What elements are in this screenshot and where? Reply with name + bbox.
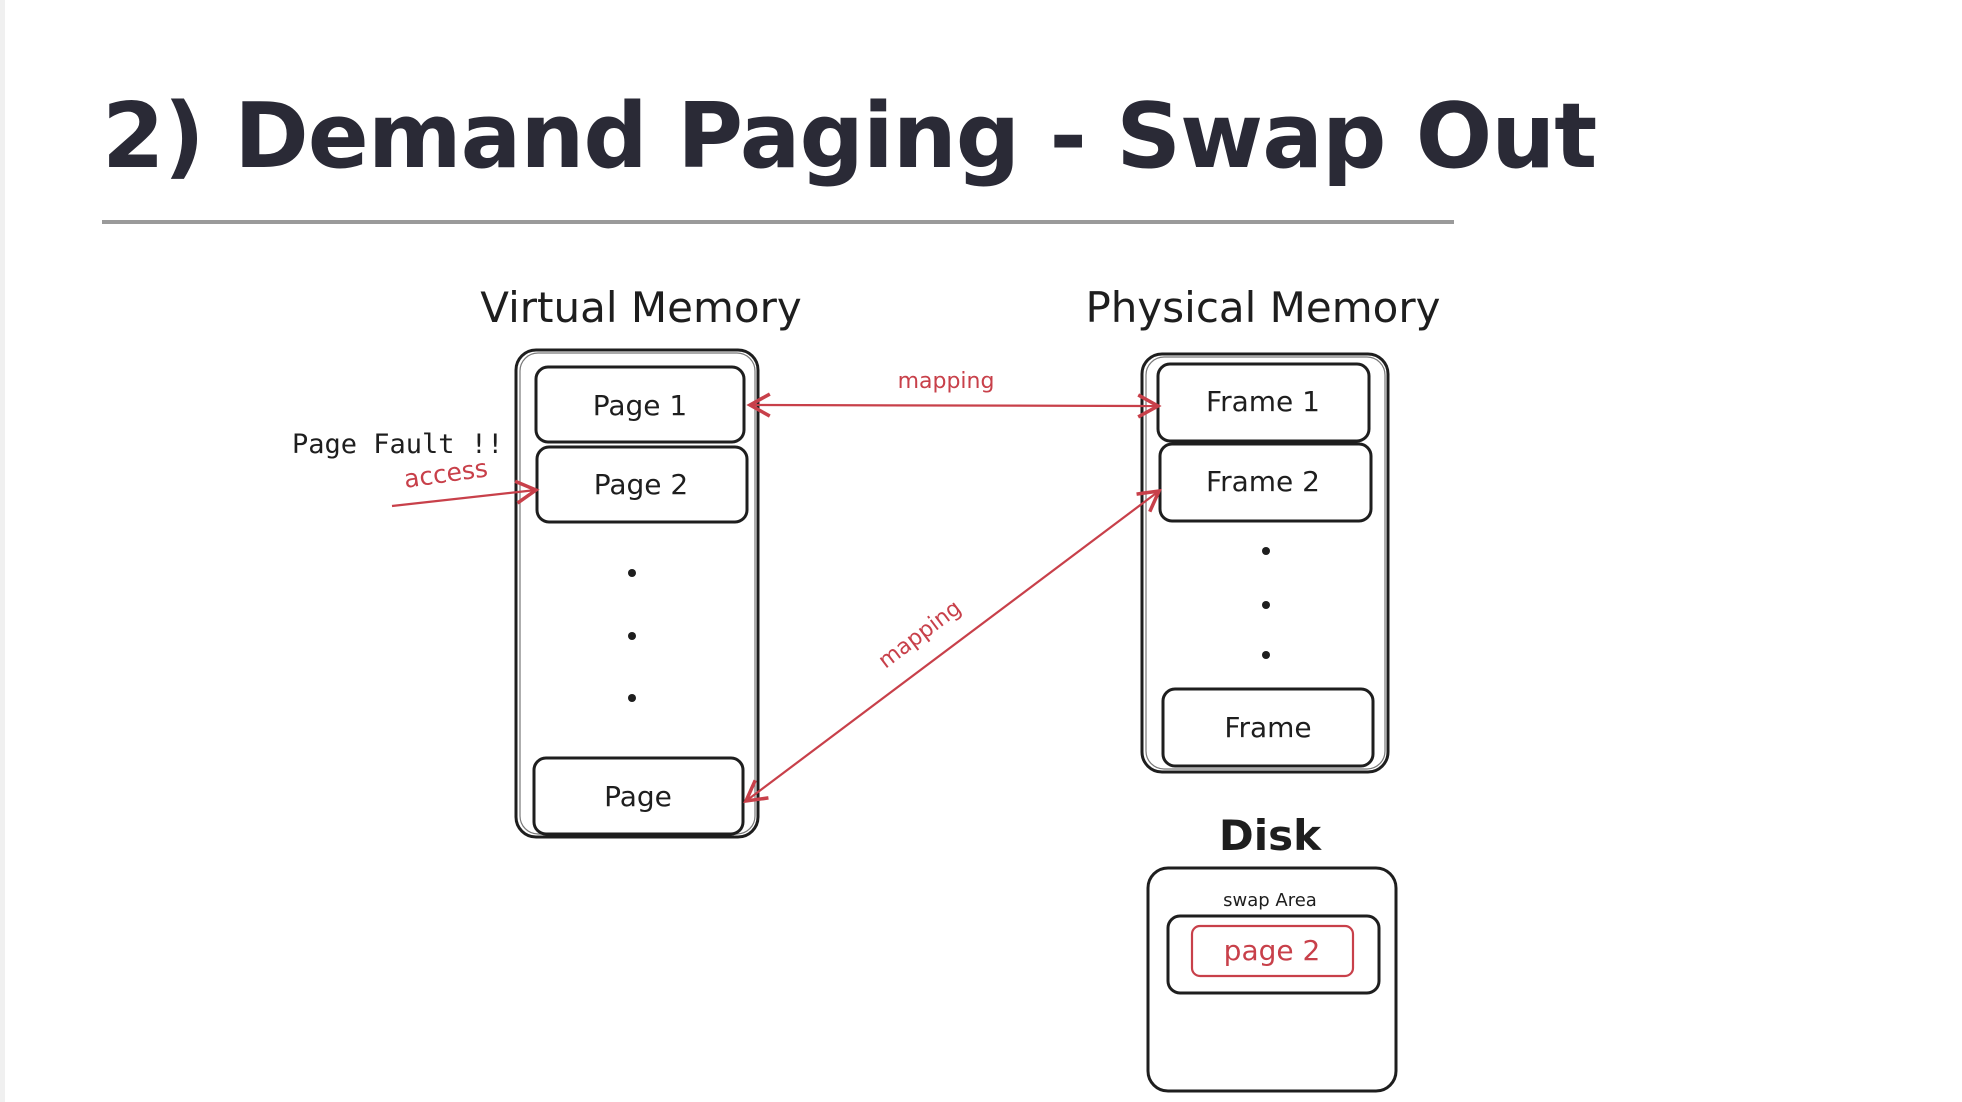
virtual-page-1-label: Page 1 bbox=[593, 389, 688, 422]
title-underline bbox=[102, 220, 1454, 224]
virtual-page-last: Page bbox=[532, 756, 745, 836]
ellipsis-dot bbox=[628, 632, 636, 640]
physical-frame-1: Frame 1 bbox=[1156, 362, 1371, 443]
slide-title: 2) Demand Paging - Swap Out bbox=[102, 84, 1597, 189]
physical-frame-1-label: Frame 1 bbox=[1206, 385, 1320, 418]
physical-frame-last: Frame bbox=[1161, 687, 1375, 768]
physical-memory-label: Physical Memory bbox=[1085, 283, 1440, 332]
slide-edge bbox=[0, 0, 5, 1102]
disk-box bbox=[1146, 866, 1398, 1093]
virtual-memory-label: Virtual Memory bbox=[480, 283, 801, 332]
page-fault-label: Page Fault !! bbox=[292, 429, 503, 460]
ellipsis-dot bbox=[1262, 547, 1270, 555]
swapped-page-2: page 2 bbox=[1190, 924, 1355, 978]
virtual-page-2-label: Page 2 bbox=[594, 468, 689, 501]
physical-frame-last-label: Frame bbox=[1224, 711, 1311, 744]
swap-area-label: swap Area bbox=[1223, 890, 1317, 911]
physical-frame-2-label: Frame 2 bbox=[1206, 465, 1320, 498]
ellipsis-dot bbox=[628, 694, 636, 702]
ellipsis-dot bbox=[1262, 651, 1270, 659]
access-arrow bbox=[391, 479, 540, 508]
virtual-page-last-label: Page bbox=[604, 780, 672, 813]
ellipsis-dot bbox=[1262, 601, 1270, 609]
ellipsis-dot bbox=[628, 569, 636, 577]
physical-frame-2: Frame 2 bbox=[1158, 442, 1373, 523]
virtual-page-1: Page 1 bbox=[534, 365, 746, 444]
mapping-diagonal-label: mapping bbox=[874, 596, 966, 674]
disk-label: Disk bbox=[1219, 811, 1322, 860]
virtual-page-2: Page 2 bbox=[535, 445, 749, 524]
mapping-arrow-diagonal bbox=[743, 488, 1162, 804]
mapping-arrow-top bbox=[746, 392, 1162, 419]
mapping-top-label: mapping bbox=[898, 369, 995, 394]
swapped-page-2-label: page 2 bbox=[1224, 934, 1321, 967]
